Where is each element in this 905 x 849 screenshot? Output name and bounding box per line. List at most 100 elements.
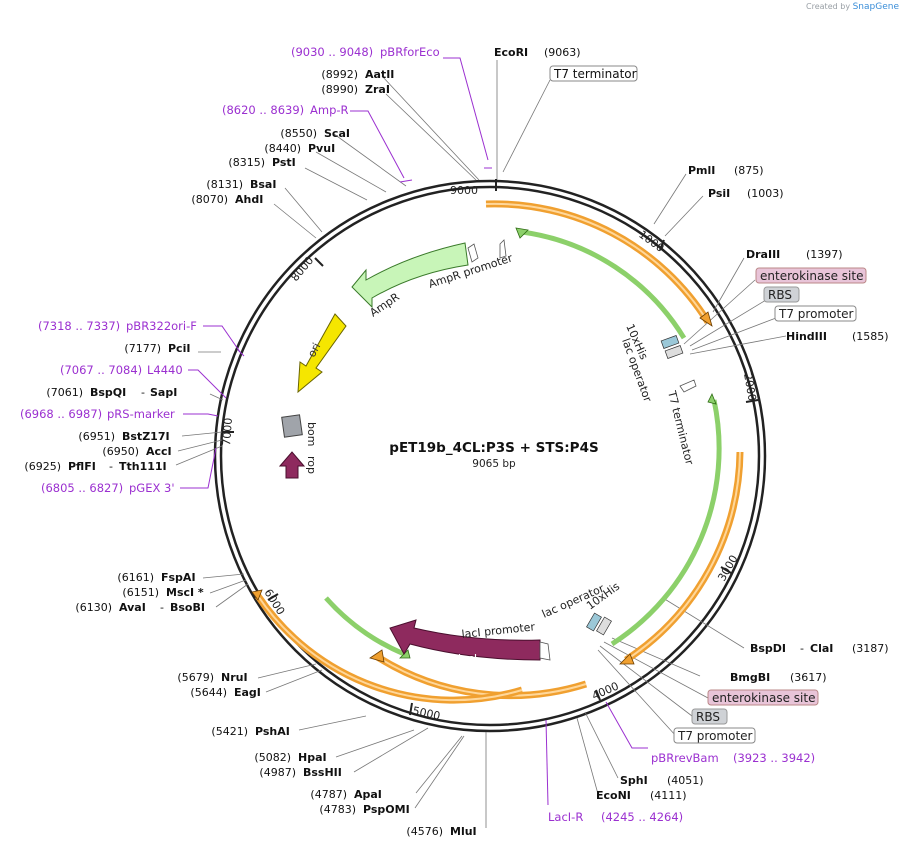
primer-name: LacI-R — [548, 810, 583, 824]
site-pos: (6950) — [102, 445, 139, 458]
primer-name: pBRrevBam — [651, 751, 719, 765]
site-name: PflFI — [68, 460, 96, 473]
primer-name: pGEX 3' — [129, 481, 175, 495]
bom-box — [281, 414, 303, 438]
site-name: AccI — [146, 445, 172, 458]
site-pos: (1397) — [806, 248, 843, 261]
tick-5000: 5000 — [411, 704, 441, 723]
site-pos: (8992) — [321, 68, 358, 81]
tick-2000: 2000 — [741, 372, 759, 402]
plasmid-length: 9065 bp — [472, 458, 516, 470]
site-alt: SapI — [150, 386, 177, 399]
site-alt: BsoBI — [170, 601, 205, 614]
tick-7000: 7000 — [220, 417, 235, 446]
backbone-outer — [213, 179, 767, 733]
site-pos: (7177) — [124, 342, 161, 355]
t7-promoter-box-2: T7 promoter — [677, 729, 753, 743]
label-rop: rop — [305, 456, 318, 474]
site-pos: (6951) — [78, 430, 115, 443]
tag-block-top — [660, 335, 697, 393]
site-sep: - — [160, 601, 164, 614]
primer-name: L4440 — [147, 363, 183, 377]
tick-8000: 8000 — [288, 254, 316, 284]
site-pos: (8440) — [264, 142, 301, 155]
rop-arrow — [278, 451, 306, 479]
credit-brand: SnapGene — [852, 2, 899, 12]
site-name: AatII — [365, 68, 394, 81]
site-pos: (3617) — [790, 671, 827, 684]
primer-name: pBR322ori-F — [126, 319, 197, 333]
site-pos: (6130) — [75, 601, 112, 614]
plasmid-name: pET19b_4CL:P3S + STS:P4S — [389, 440, 598, 456]
primer-name: pRS-marker — [107, 407, 175, 421]
site-alt: ClaI — [810, 642, 833, 655]
laci-arrow — [389, 619, 541, 661]
site-name: ZraI — [365, 83, 390, 96]
tick-marks — [222, 179, 759, 716]
laci-promoter-arrow — [539, 641, 551, 661]
site-name: BssHII — [303, 766, 342, 779]
feature-green-heads — [399, 227, 717, 659]
site-pos: (4787) — [310, 788, 347, 801]
site-sep: - — [800, 642, 804, 655]
site-pos: (6151) — [122, 586, 159, 599]
site-name: PshAI — [255, 725, 290, 738]
site-pos: (5421) — [211, 725, 248, 738]
ampr-arrow — [351, 242, 469, 309]
site-sep: - — [141, 386, 145, 399]
site-sep: - — [109, 460, 113, 473]
site-pos: (8990) — [321, 83, 358, 96]
site-pos: (8070) — [191, 193, 228, 206]
feature-small-arrow — [499, 239, 507, 259]
site-name: SphI — [620, 774, 648, 787]
site-pos: (4783) — [319, 803, 356, 816]
site-pos: (9063) — [544, 46, 581, 59]
enterokinase-box-2: enterokinase site — [712, 691, 815, 705]
site-name: EcoNI — [596, 789, 631, 802]
site-pos: (5082) — [254, 751, 291, 764]
site-pos: (8315) — [228, 156, 265, 169]
site-name: NruI — [221, 671, 248, 684]
site-alt: Tth111I — [119, 460, 167, 473]
primer-lines — [180, 57, 648, 806]
t7-terminator-box: T7 terminator — [553, 67, 637, 81]
primer-range: (7318 .. 7337) — [38, 319, 120, 333]
rbs-box-2: RBS — [696, 710, 720, 724]
site-name: MscI * — [166, 586, 204, 599]
site-pos: (3187) — [852, 642, 889, 655]
site-name: EcoRI — [494, 46, 528, 59]
primer-name: pBRforEco — [380, 45, 440, 59]
site-name: HindIII — [786, 330, 827, 343]
site-name: BstZ17I — [122, 430, 170, 443]
label-bom: bom — [305, 422, 318, 446]
site-pos: (875) — [734, 164, 764, 177]
boxed-labels: T7 terminator enterokinase site RBS T7 p… — [549, 65, 867, 744]
site-pos: (4111) — [650, 789, 687, 802]
primer-range: (9030 .. 9048) — [291, 45, 373, 59]
snapgene-credit: Created by SnapGene — [806, 2, 899, 12]
site-pos: (8550) — [280, 127, 317, 140]
primer-name: Amp-R — [310, 103, 349, 117]
site-name: PspOMI — [363, 803, 410, 816]
site-name: PvuI — [308, 142, 335, 155]
primer-range: (8620 .. 8639) — [222, 103, 304, 117]
site-pos: (6925) — [24, 460, 61, 473]
label-laci-promoter: lacI promoter — [461, 620, 536, 641]
label-laci: lacI — [458, 652, 477, 665]
site-pos: (4987) — [259, 766, 296, 779]
site-name: BmgBI — [730, 671, 770, 684]
primer-labels: (9030 .. 9048) pBRforEco (8620 .. 8639) Am… — [20, 45, 815, 824]
site-pos: (5644) — [190, 686, 227, 699]
site-pos: (4051) — [667, 774, 704, 787]
leader-lines — [175, 60, 787, 828]
label-ori: ori — [305, 341, 323, 360]
site-pos: (5679) — [177, 671, 214, 684]
ampr-promoter-arrow — [467, 243, 479, 263]
site-name: PciI — [168, 342, 190, 355]
feature-green-arcs — [324, 229, 722, 657]
tag-block-bottom — [586, 612, 612, 636]
site-name: PmlI — [688, 164, 715, 177]
rbs-box-1: RBS — [768, 288, 792, 302]
site-name: AhdI — [235, 193, 263, 206]
